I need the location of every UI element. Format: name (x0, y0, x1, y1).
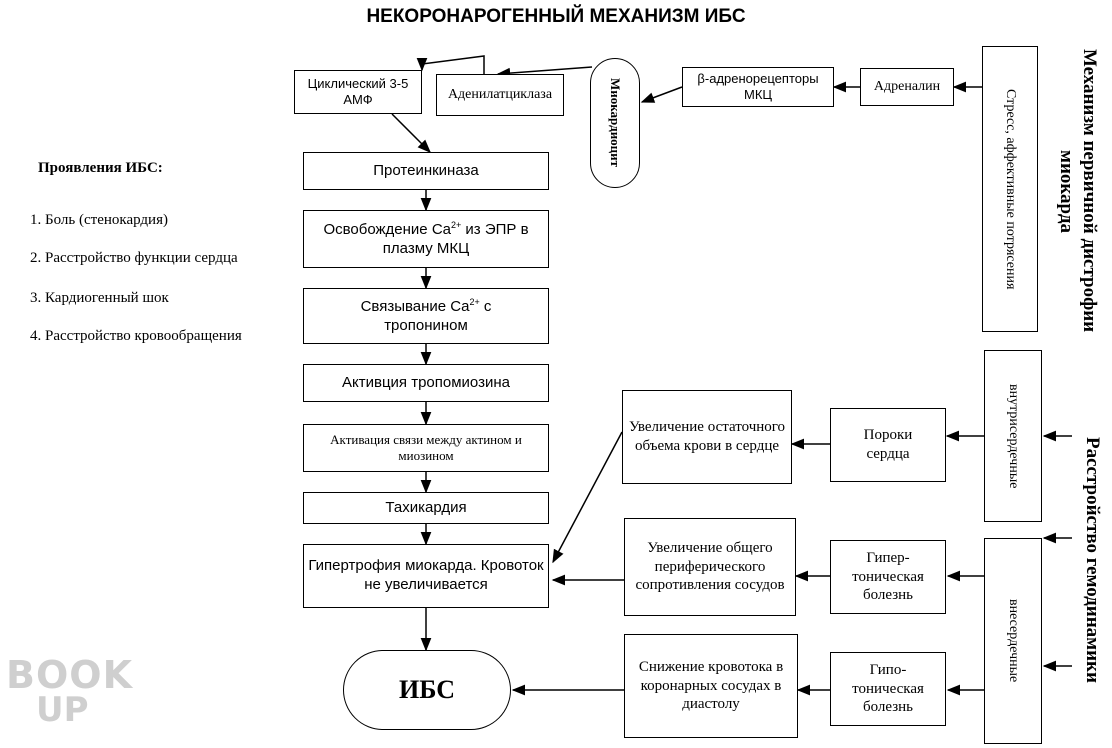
ca-binding-label: Связывание Ca2+ с тропонином (360, 296, 492, 334)
ca-release-box: Освобождение Ca2+ из ЭПР в плазму МКЦ (303, 210, 549, 268)
ca-binding-box: Связывание Ca2+ с тропонином (303, 288, 549, 344)
manifestation-item: 3. Кардиогенный шок (30, 290, 169, 306)
adenylate-cyclase-label: Аденилатциклаза (447, 87, 553, 103)
extracardiac-box: внесердечные (984, 538, 1042, 744)
manifestation-item: 1. Боль (стенокардия) (30, 212, 168, 228)
ibs-oval: ИБС (343, 650, 511, 730)
bookup-logo: BOOK UP (6, 653, 166, 730)
adrenaline-box: Адреналин (860, 68, 954, 106)
hypertension-box: Гипер-тоническая болезнь (830, 540, 946, 614)
manifestations-heading: Проявления ИБС: (38, 160, 163, 176)
cyclic-amp-box: Циклический 3-5 АМФ (294, 70, 422, 114)
beta-receptors-box: β-адренорецепторы МКЦ (682, 67, 834, 107)
manifestation-item: 4. Расстройство кровообращения (30, 328, 242, 344)
hypertrophy-label: Гипертрофия миокарда. Кровоток не увелич… (308, 557, 544, 593)
stress-label: Стресс, аффективные потрясения (1003, 88, 1018, 290)
myocyte-label: Миокардиоцит (608, 78, 623, 168)
hypertension-label: Гипер-тоническая болезнь (852, 549, 924, 604)
protein-kinase-box: Протеинкиназа (303, 152, 549, 190)
residual-volume-label: Увеличение остаточного объема крови в се… (628, 419, 786, 454)
logo-line-1: BOOK (6, 653, 134, 697)
ibs-label: ИБС (398, 674, 455, 704)
residual-volume-box: Увеличение остаточного объема крови в се… (622, 390, 792, 484)
actin-myosin-label: Активация связи между актином и миозином (330, 431, 522, 463)
diagram-title: НЕКОРОНАРОГЕННЫЙ МЕХАНИЗМ ИБС (366, 6, 746, 27)
tachycardia-label: Тахикардия (385, 498, 467, 516)
tachycardia-box: Тахикардия (303, 492, 549, 524)
myocyte-oval: Миокардиоцит (590, 58, 640, 188)
hypotension-box: Гипо-тоническая болезнь (830, 652, 946, 726)
intracardiac-label: внутрисердечные (1006, 383, 1021, 489)
adenylate-cyclase-box: Аденилатциклаза (436, 74, 564, 116)
stress-box: Стресс, аффективные потрясения (982, 46, 1038, 332)
hemodynamics-title: Расстройство гемодинамики (1082, 437, 1103, 683)
resistance-label: Увеличение общего периферического сопрот… (635, 539, 785, 594)
cyclic-amp-label: Циклический 3-5 АМФ (307, 75, 409, 107)
hypertrophy-box: Гипертрофия миокарда. Кровоток не увелич… (303, 544, 549, 608)
actin-myosin-box: Активация связи между актином и миозином (303, 424, 549, 472)
ca-release-label: Освобождение Ca2+ из ЭПР в плазму МКЦ (323, 219, 529, 257)
logo-line-2: UP (36, 690, 89, 730)
primary-dystrophy-title: Механизм первичной дистрофии миокарда (1056, 49, 1100, 333)
intracardiac-box: внутрисердечные (984, 350, 1042, 522)
resistance-box: Увеличение общего периферического сопрот… (624, 518, 796, 616)
extracardiac-label: внесердечные (1006, 599, 1021, 683)
protein-kinase-label: Протеинкиназа (373, 161, 479, 179)
manifestation-item: 2. Расстройство функции сердца (30, 250, 238, 266)
tropomyosin-label: Активция тропомиозина (342, 373, 510, 391)
flow-decrease-label: Снижение кровотока в коронарных сосудах … (638, 658, 784, 713)
adrenaline-label: Адреналин (873, 79, 941, 95)
heart-defects-label: Пороки сердца (863, 427, 913, 462)
flow-decrease-box: Снижение кровотока в коронарных сосудах … (624, 634, 798, 738)
beta-receptors-label: β-адренорецепторы МКЦ (697, 70, 819, 102)
heart-defects-box: Пороки сердца (830, 408, 946, 482)
hypotension-label: Гипо-тоническая болезнь (852, 661, 924, 716)
tropomyosin-box: Активция тропомиозина (303, 364, 549, 402)
